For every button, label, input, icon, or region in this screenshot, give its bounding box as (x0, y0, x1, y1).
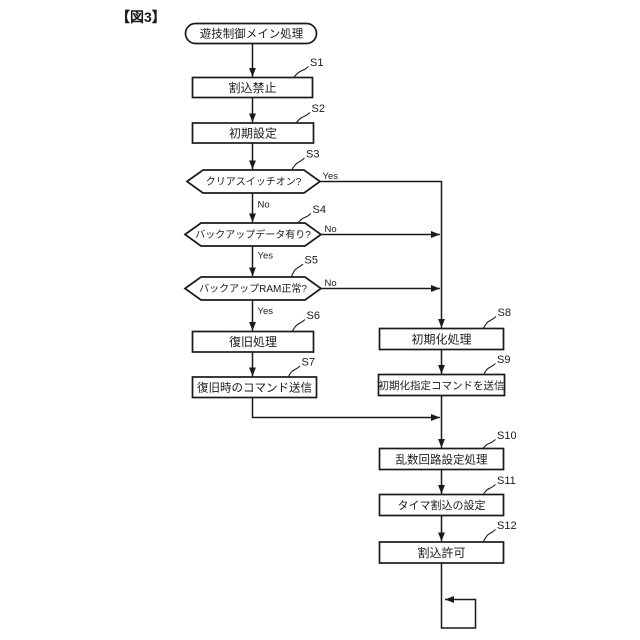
step-s9-id: S9 (497, 354, 510, 366)
step-s7-label: 復旧時のコマンド送信 (197, 380, 312, 394)
step-s12-label: 割込許可 (417, 545, 465, 560)
branch-s4-no-label: No (325, 224, 337, 235)
step-s8-id: S8 (498, 307, 511, 319)
step-s6-label: 復旧処理 (229, 334, 277, 349)
step-s10-label: 乱数回路設定処理 (396, 452, 488, 466)
branch-labels: Yes No No Yes No Yes (258, 171, 339, 317)
decision-s4: バックアップデータ有り? S4 (183, 204, 326, 247)
step-s8-leader (483, 316, 497, 329)
step-s9-leader (483, 363, 496, 375)
decision-s5-label: バックアップRAM正常? (199, 282, 307, 295)
step-s5-leader (290, 263, 304, 277)
decision-s4-shape (183, 222, 323, 247)
step-s10-leader (483, 439, 496, 449)
step-s7-id: S7 (302, 357, 315, 369)
step-s6-shape (191, 330, 315, 353)
step-s8-label: 初期化処理 (411, 332, 471, 346)
decision-s4-label: バックアップデータ有り? (195, 228, 311, 241)
step-s12-leader (483, 529, 496, 542)
step-s6-id: S6 (307, 310, 320, 322)
step-s11: タイマ割込の設定 S11 (378, 475, 516, 517)
decision-s3-label: クリアスイッチオン? (206, 176, 302, 188)
step-s11-shape (378, 493, 505, 517)
step-s2-label: 初期設定 (229, 125, 277, 140)
branch-s4-yes-label: Yes (258, 251, 274, 262)
step-s4-leader (298, 213, 312, 223)
step-s7-leader (288, 365, 301, 377)
arrow-s3-yes-to-s8 (320, 180, 445, 328)
step-s7-shape (191, 376, 318, 399)
step-s9-label: 初期化指定コマンドを送信 (379, 379, 505, 392)
step-s8: 初期化処理 S8 (378, 307, 511, 351)
step-s1: 割込禁止 S1 (191, 57, 323, 99)
step-s11-id: S11 (497, 475, 516, 487)
flow-connectors (249, 43, 477, 629)
arrow-s12-loop (440, 563, 477, 629)
step-s11-label: タイマ割込の設定 (398, 498, 486, 512)
step-s12-id: S12 (497, 520, 517, 532)
start-node-shape (184, 22, 318, 45)
step-s8-shape (378, 327, 505, 351)
step-s10: 乱数回路設定処理 S10 (378, 430, 517, 471)
decision-s5: バックアップRAM正常? S5 (183, 255, 323, 301)
step-s3-leader (291, 157, 305, 170)
step-s10-id: S10 (497, 430, 517, 442)
decision-s5-shape (183, 276, 323, 301)
branch-s3-no-label: No (258, 200, 270, 211)
decision-s3-shape (185, 169, 322, 194)
step-s2-id: S2 (312, 103, 325, 115)
step-s5-id: S5 (305, 255, 318, 267)
start-node-label: 遊技制御メイン処理 (200, 27, 304, 41)
step-s9-shape (377, 373, 506, 397)
step-s11-leader (483, 484, 496, 495)
decision-s3: クリアスイッチオン? S3 (185, 149, 322, 194)
branch-s5-yes-label: Yes (258, 306, 274, 317)
branch-s5-no-label: No (325, 278, 337, 289)
step-s1-leader (293, 66, 309, 78)
step-s12-shape (378, 541, 505, 564)
step-s2: 初期設定 S2 (191, 103, 325, 144)
step-s1-label: 割込禁止 (228, 80, 276, 95)
start-node: 遊技制御メイン処理 (184, 22, 318, 45)
step-s9: 初期化指定コマンドを送信 S9 (377, 354, 510, 397)
step-s4-id: S4 (313, 204, 326, 216)
branch-s3-yes-label: Yes (323, 171, 339, 182)
arrow-s7-to-merge (251, 397, 440, 421)
step-s6: 復旧処理 S6 (191, 310, 320, 353)
step-s1-id: S1 (310, 57, 323, 69)
step-s3-id: S3 (306, 149, 319, 161)
step-s6-leader (292, 319, 306, 332)
step-s7: 復旧時のコマンド送信 S7 (191, 357, 318, 399)
step-s1-shape (191, 76, 314, 99)
step-s10-shape (378, 447, 505, 471)
figure-title: 【図3】 (116, 9, 166, 25)
step-s12: 割込許可 S12 (378, 520, 517, 564)
step-s2-shape (191, 122, 315, 144)
step-s2-leader (296, 112, 311, 123)
